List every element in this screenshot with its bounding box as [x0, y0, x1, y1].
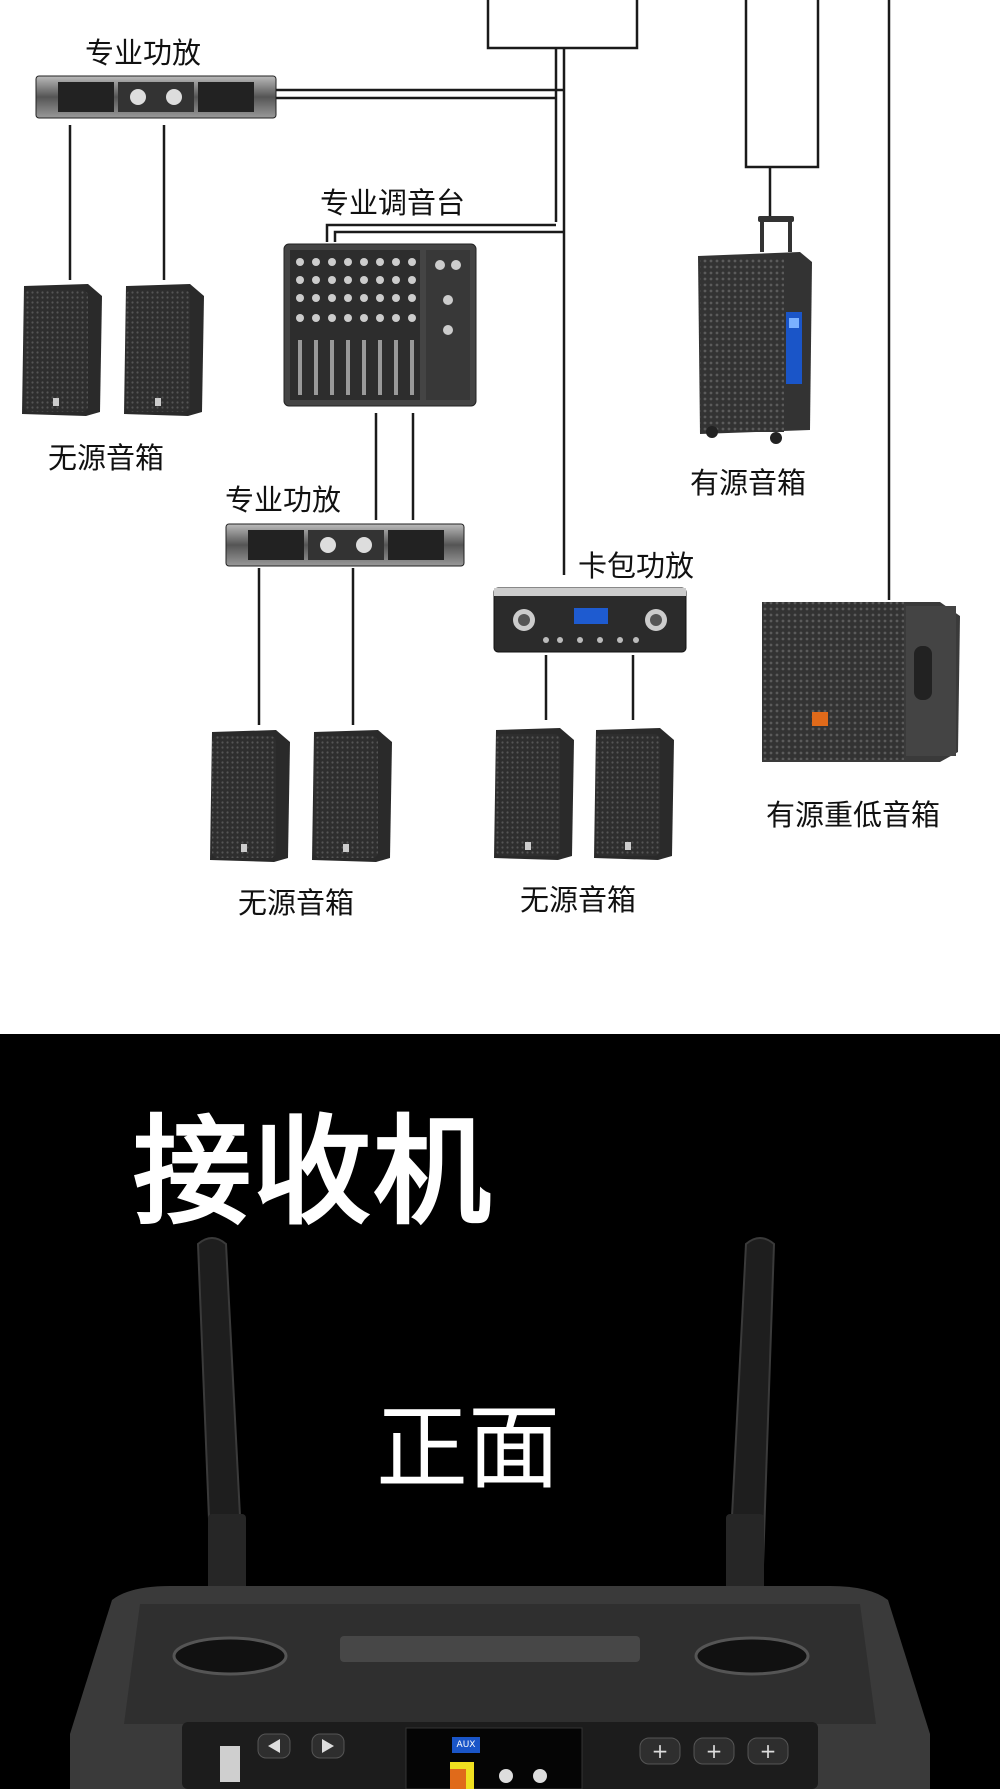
passive-speaker-right-label: 无源音箱: [520, 883, 637, 917]
next-button-icon: [311, 1733, 345, 1759]
passive-speaker-left-2-icon: [124, 284, 204, 416]
passive-speaker-mid-label: 无源音箱: [238, 886, 355, 920]
display-aux-indicator: AUX: [452, 1737, 480, 1753]
svg-text:+: +: [760, 1739, 777, 1763]
amplifier-middle-icon: [225, 523, 465, 567]
plus-button-2-icon: +: [693, 1737, 735, 1765]
receiver-section: 接收机 正面 + +: [0, 1034, 1000, 1789]
svg-text:+: +: [706, 1739, 723, 1763]
prev-button-icon: [257, 1733, 291, 1759]
passive-speaker-left-1-icon: [22, 284, 102, 416]
receiver-title: 接收机: [133, 1103, 494, 1241]
passive-speaker-right-1-icon: [494, 728, 574, 860]
passive-speaker-mid-2-icon: [312, 730, 392, 862]
diagram-canvas: [22, 0, 960, 862]
amplifier-top-icon: [35, 75, 277, 119]
left-antenna-icon: [196, 1237, 246, 1595]
plus-button-1-icon: +: [639, 1737, 681, 1765]
front-view-label: 正面: [376, 1395, 561, 1502]
active-subwoofer-icon: [762, 602, 960, 762]
active-speaker-label: 有源音箱: [690, 466, 807, 500]
passive-speaker-mid-1-icon: [210, 730, 290, 862]
karaoke-amp-label: 卡包功放: [578, 549, 695, 583]
active-subwoofer-label: 有源重低音箱: [766, 798, 941, 832]
svg-text:+: +: [652, 1739, 669, 1763]
karaoke-amplifier-icon: [493, 587, 687, 653]
right-antenna-icon: [726, 1237, 776, 1595]
passive-speaker-left-label: 无源音箱: [48, 441, 165, 475]
wiring-lines: [68, 0, 891, 725]
amp-middle-label: 专业功放: [225, 483, 342, 517]
amp-top-label: 专业功放: [85, 36, 202, 70]
passive-speaker-right-2-icon: [594, 728, 674, 860]
active-speaker-icon: [698, 216, 812, 444]
plus-button-3-icon: +: [747, 1737, 789, 1765]
mixer-icon: [283, 243, 477, 407]
mixer-label: 专业调音台: [320, 186, 466, 220]
